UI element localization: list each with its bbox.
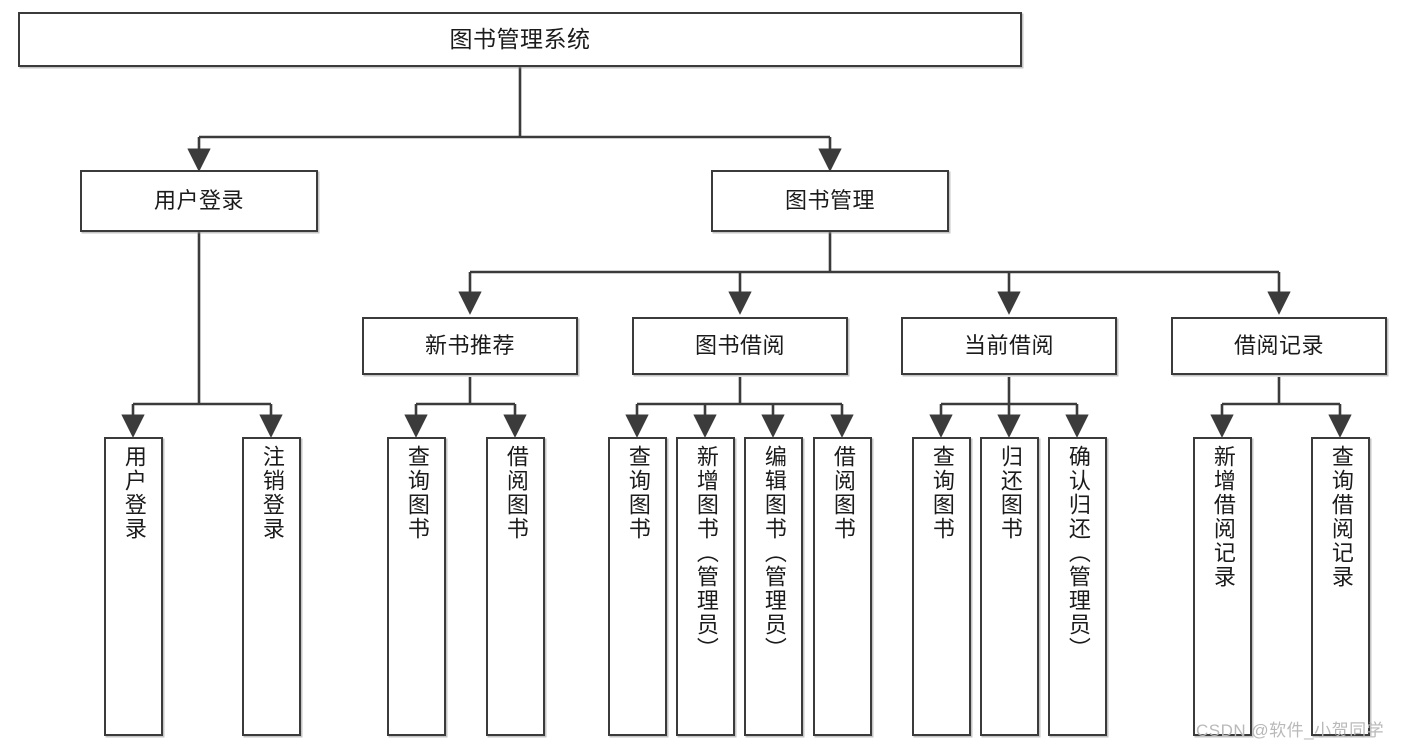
node-label: 归还图书: [997, 445, 1023, 541]
node-label: 确认归还（管理员）: [1065, 445, 1091, 661]
node-label: 新增图书（管理员）: [693, 445, 719, 661]
node-label: 图书借阅: [694, 332, 785, 358]
node-label: 查询图书: [929, 445, 955, 541]
node-root-system[interactable]: 图书管理系统: [18, 12, 1022, 67]
node-label: 查询图书: [625, 445, 651, 541]
node-label: 查询借阅记录: [1328, 445, 1354, 589]
node-label: 查询图书: [404, 445, 430, 541]
node-label: 借阅记录: [1233, 332, 1324, 358]
node-label: 用户登录: [121, 445, 147, 541]
leaf-user-login-login[interactable]: 用户登录: [104, 437, 163, 736]
leaf-record-add-record[interactable]: 新增借阅记录: [1193, 437, 1252, 736]
node-borrow-record[interactable]: 借阅记录: [1171, 317, 1387, 375]
node-label: 新书推荐: [424, 332, 515, 358]
node-book-borrow[interactable]: 图书借阅: [632, 317, 848, 375]
leaf-user-login-logout[interactable]: 注销登录: [242, 437, 301, 736]
leaf-record-query-record[interactable]: 查询借阅记录: [1311, 437, 1370, 736]
node-label: 新增借阅记录: [1210, 445, 1236, 589]
node-current-borrow[interactable]: 当前借阅: [901, 317, 1117, 375]
csdn-watermark: CSDN @软件_小贺同学: [1196, 721, 1385, 740]
leaf-current-confirm-return-admin[interactable]: 确认归还（管理员）: [1048, 437, 1107, 736]
node-label: 当前借阅: [963, 332, 1054, 358]
node-label: 编辑图书（管理员）: [761, 445, 787, 661]
node-label: 借阅图书: [503, 445, 529, 541]
leaf-borrow-borrow-book[interactable]: 借阅图书: [813, 437, 872, 736]
leaf-borrow-add-book-admin[interactable]: 新增图书（管理员）: [676, 437, 735, 736]
node-label: 图书管理系统: [449, 25, 591, 52]
node-book-management[interactable]: 图书管理: [711, 170, 949, 232]
leaf-borrow-edit-book-admin[interactable]: 编辑图书（管理员）: [744, 437, 803, 736]
leaf-recommend-borrow-book[interactable]: 借阅图书: [486, 437, 545, 736]
node-label: 图书管理: [784, 187, 875, 213]
node-label: 用户登录: [153, 187, 244, 213]
node-new-book-recommend[interactable]: 新书推荐: [362, 317, 578, 375]
leaf-current-query-book[interactable]: 查询图书: [912, 437, 971, 736]
node-user-login[interactable]: 用户登录: [80, 170, 318, 232]
node-label: 借阅图书: [830, 445, 856, 541]
leaf-current-return-book[interactable]: 归还图书: [980, 437, 1039, 736]
node-label: 注销登录: [259, 445, 285, 541]
leaf-recommend-query-book[interactable]: 查询图书: [387, 437, 446, 736]
leaf-borrow-query-book[interactable]: 查询图书: [608, 437, 667, 736]
